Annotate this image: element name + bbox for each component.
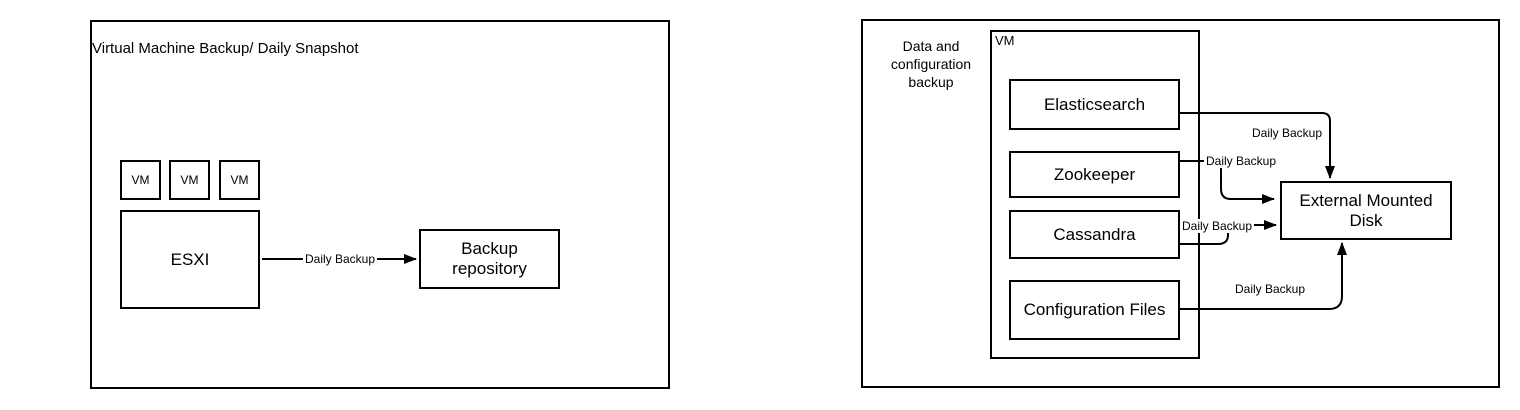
edge-label-configuration-backup: Daily Backup xyxy=(1232,282,1308,296)
zookeeper-node: Zookeeper xyxy=(1009,151,1180,198)
edge-label-elasticsearch-backup: Daily Backup xyxy=(1249,126,1325,140)
elasticsearch-label: Elasticsearch xyxy=(1043,94,1146,114)
vm-node-2-label: VM xyxy=(180,173,199,187)
edge-label-esxi-backup: Daily Backup xyxy=(302,252,378,266)
vm-backup-panel-title: Virtual Machine Backup/ Daily Snapshot xyxy=(92,40,359,57)
esxi-node-label: ESXI xyxy=(170,249,210,269)
esxi-node: ESXI xyxy=(120,210,260,309)
configuration-files-node: Configuration Files xyxy=(1009,280,1180,340)
vm-node-1-label: VM xyxy=(131,173,150,187)
backup-repository-node: Backup repository xyxy=(419,229,560,289)
external-mounted-disk-label: External Mounted Disk xyxy=(1299,190,1433,230)
zookeeper-label: Zookeeper xyxy=(1053,164,1136,184)
vm-node-3-label: VM xyxy=(230,173,249,187)
vm-node-1: VM xyxy=(120,160,161,200)
configuration-files-label: Configuration Files xyxy=(1023,300,1166,319)
vm-node-2: VM xyxy=(169,160,210,200)
edge-label-cassandra-backup: Daily Backup xyxy=(1179,219,1255,233)
vm-node-3: VM xyxy=(219,160,260,200)
cassandra-label: Cassandra xyxy=(1053,224,1136,244)
external-mounted-disk-node: External Mounted Disk xyxy=(1280,181,1452,240)
cassandra-node: Cassandra xyxy=(1009,210,1180,259)
vm-backup-panel xyxy=(90,20,670,389)
edge-label-zookeeper-backup: Daily Backup xyxy=(1203,154,1279,168)
data-backup-panel-title: Data and configuration backup xyxy=(890,38,972,90)
backup-repository-label: Backup repository xyxy=(452,239,527,278)
elasticsearch-node: Elasticsearch xyxy=(1009,79,1180,130)
vm-container-label: VM xyxy=(995,33,1015,48)
